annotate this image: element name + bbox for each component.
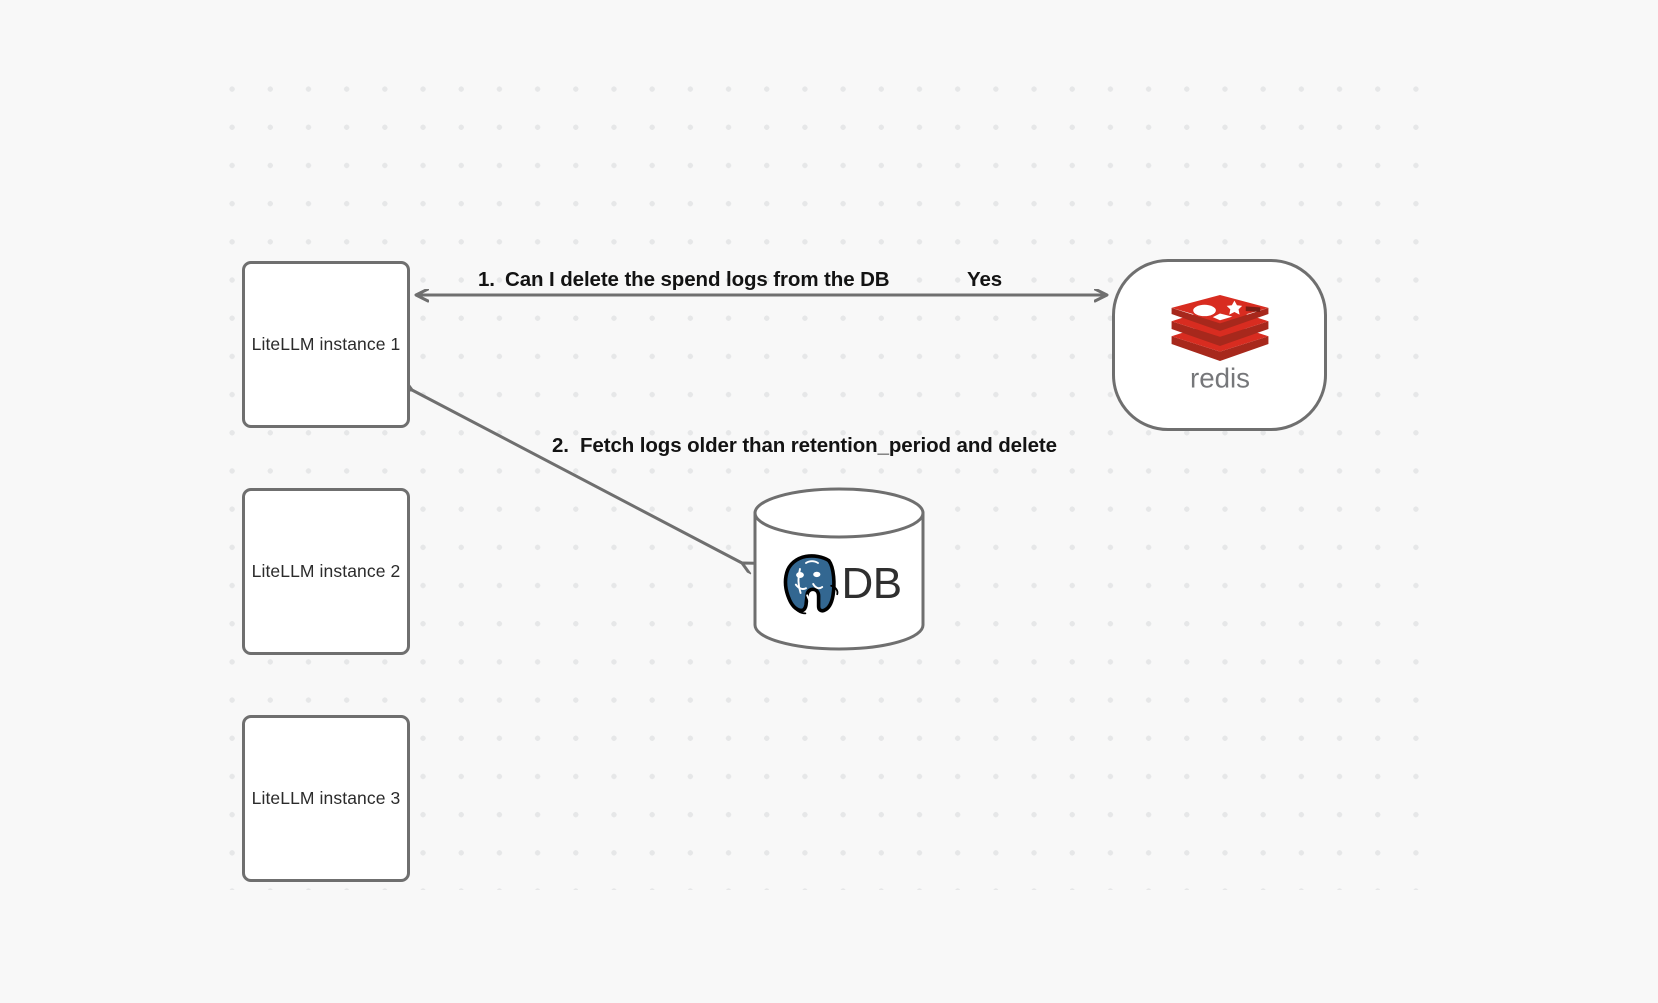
postgresql-elephant-icon [784, 554, 839, 615]
db-label: DB [841, 559, 902, 608]
edge-db-instance1-line [412, 390, 742, 563]
litellm-instance-3-node[interactable]: LiteLLM instance 3 [242, 715, 410, 882]
redis-wordmark: redis [1189, 363, 1249, 394]
litellm-instance-2-label: LiteLLM instance 2 [251, 561, 401, 581]
db-content: DB [752, 488, 926, 650]
db-cylinder-shape [753, 487, 925, 651]
edge-2-index: 2. [552, 434, 569, 457]
redis-wordmark-text: redis [1189, 363, 1249, 394]
edge-2-label: Fetch logs older than retention_period a… [580, 434, 1057, 457]
litellm-instance-2-node[interactable]: LiteLLM instance 2 [242, 488, 410, 655]
edge-1-label: Can I delete the spend logs from the DB [505, 268, 890, 291]
edge-1-index: 1. [478, 268, 495, 291]
litellm-instance-1-node[interactable]: LiteLLM instance 1 [242, 261, 410, 428]
postgres-db-node[interactable]: DB [752, 487, 926, 651]
edge-1-reply-label: Yes [967, 268, 1003, 291]
litellm-instance-3-label: LiteLLM instance 3 [251, 788, 401, 808]
redis-node[interactable]: redis [1112, 259, 1327, 431]
redis-stack-logo-icon [1171, 295, 1268, 361]
litellm-instance-1-label: LiteLLM instance 1 [251, 334, 401, 354]
